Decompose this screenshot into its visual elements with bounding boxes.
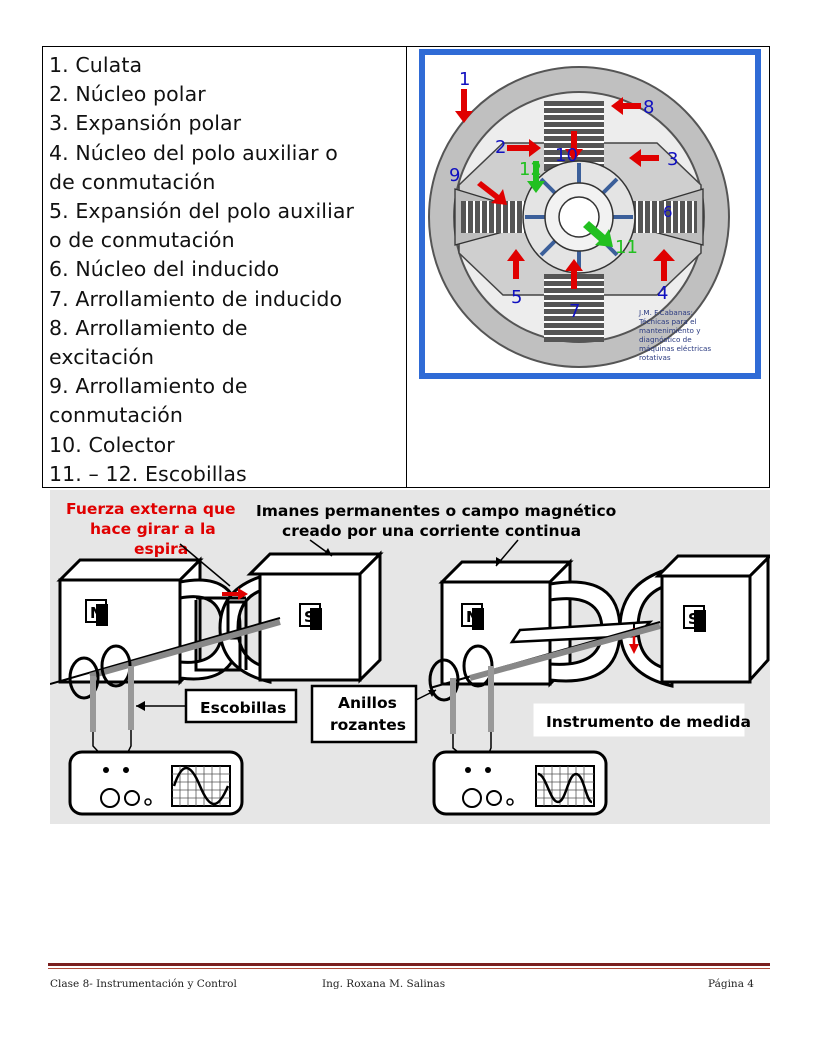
generator-diagram: N S	[50, 490, 770, 824]
green-arrows	[527, 161, 613, 247]
part-number: 9	[449, 165, 460, 186]
pole-shoe-n-right	[548, 580, 622, 683]
part-number: 12	[519, 159, 542, 180]
magnet-n-left: N	[56, 556, 204, 686]
shaft-left-body	[89, 619, 281, 679]
svg-text:máquinas eléctricas: máquinas eléctricas	[639, 344, 711, 353]
brush-1-right	[450, 678, 456, 734]
part-number: 10	[555, 145, 578, 166]
parts-list: 1. Culata 2. Núcleo polar 3. Expansión p…	[43, 47, 407, 487]
pole-n-label: N	[90, 604, 103, 622]
part-number: 11	[615, 237, 638, 258]
machine-figure-cell: 1 2 3 4 5 6 7 8 9 10 11 12 J.M. F.Cabana…	[407, 47, 769, 487]
svg-text:rotativas: rotativas	[639, 353, 671, 362]
loop-right	[509, 620, 654, 654]
parts-list-line: o de conmutación	[49, 228, 235, 253]
oscilloscope-left	[68, 750, 244, 816]
parts-list-line: 3. Expansión polar	[49, 111, 242, 136]
part-number-labels: 1 2 3 4 5 6 7 8 9 10 11 12	[449, 69, 678, 322]
rings-label-line: Anillos	[338, 694, 397, 712]
commutation-winding-left	[461, 201, 527, 233]
shaft-right-body	[469, 623, 661, 681]
right-generator: N S	[428, 554, 770, 816]
magnets-label-line: Imanes permanentes o campo magnético	[256, 502, 616, 520]
part-number: 3	[667, 149, 678, 170]
oscilloscope-right	[432, 750, 608, 816]
part-number: 2	[495, 137, 506, 158]
rings-label-line: rozantes	[330, 716, 406, 734]
footer-course: Clase 8- Instrumentación y Control	[50, 978, 237, 990]
force-label-line: Fuerza externa que	[66, 500, 236, 518]
force-arrow	[222, 588, 248, 600]
dc-machine-cross-section: 1 2 3 4 5 6 7 8 9 10 11 12 J.M. F.Cabana…	[419, 49, 761, 379]
parts-list-line: 5. Expansión del polo auxiliar	[49, 199, 355, 224]
force-label-line: hace girar a la	[90, 520, 216, 538]
svg-text:Técnicas para el: Técnicas para el	[638, 317, 697, 326]
parts-list-line: 4. Núcleo del polo auxiliar o	[49, 140, 338, 165]
parts-list-line: de conmutación	[49, 169, 216, 194]
part-number: 8	[643, 97, 654, 118]
part-number: 7	[569, 301, 580, 322]
slip-ring-1-right	[428, 658, 460, 702]
footer-author: Ing. Roxana M. Salinas	[322, 978, 446, 990]
parts-list-line: 7. Arrollamiento de inducido	[49, 286, 343, 311]
footer-rule-thin	[48, 968, 770, 969]
part-number: 1	[459, 69, 470, 90]
magnet-s-right: S	[654, 554, 770, 684]
figure-watermark: J.M. F.Cabanas: Técnicas para el manteni…	[638, 308, 711, 362]
parts-list-line: 11. – 12. Escobillas	[49, 461, 247, 486]
magnet-s-left: S	[246, 550, 384, 684]
brush-2-right	[488, 666, 494, 732]
force-label-line: espira	[134, 540, 188, 558]
slip-ring-1-left	[68, 656, 100, 700]
brush-1-left	[90, 676, 96, 732]
red-arrows	[455, 89, 675, 289]
parts-list-line: 10. Colector	[49, 432, 175, 457]
svg-text:mantenimiento y: mantenimiento y	[639, 326, 701, 335]
instrument-label: Instrumento de medida	[546, 713, 751, 731]
footer-rule	[48, 963, 770, 966]
brush-2-left	[128, 666, 134, 730]
magnets-label-line: creado por una corriente continua	[282, 522, 581, 540]
svg-text:J.M. F.Cabanas:: J.M. F.Cabanas:	[638, 308, 693, 317]
parts-list-line: 6. Núcleo del inducido	[49, 257, 280, 282]
pole-shoe-s-right	[618, 566, 674, 688]
parts-list-line: excitación	[49, 345, 155, 370]
pole-s-label: S	[304, 608, 315, 626]
part-number: 5	[511, 287, 522, 308]
parts-list-line: 1. Culata	[49, 53, 143, 77]
footer-page-number: Página 4	[708, 978, 754, 990]
force-label-leader	[179, 543, 231, 587]
brushes-callout: Escobillas	[136, 688, 298, 724]
part-number: 4	[657, 283, 668, 304]
force-label: Fuerza externa que hace girar a la espir…	[66, 500, 236, 558]
shaft-left	[50, 617, 281, 685]
parts-list-line: 9. Arrollamiento de	[49, 374, 248, 399]
commutation-winding-right	[631, 201, 697, 233]
brushes-label: Escobillas	[200, 699, 286, 717]
part-number: 6	[663, 203, 673, 221]
pole-s-label: S	[688, 610, 699, 628]
parts-table: 1. Culata 2. Núcleo polar 3. Expansión p…	[42, 46, 770, 488]
rings-callout: Anillos rozantes	[310, 684, 437, 744]
svg-text:diagnóstico de: diagnóstico de	[639, 335, 692, 344]
magnet-n-right: N	[438, 558, 574, 688]
parts-list-line: 2. Núcleo polar	[49, 82, 206, 107]
parts-list-line: conmutación	[49, 403, 183, 428]
instrument-callout: Instrumento de medida	[533, 703, 751, 737]
left-generator: N S	[50, 550, 384, 816]
parts-list-line: 8. Arrollamiento de	[49, 315, 248, 340]
magnets-label: Imanes permanentes o campo magnético cre…	[256, 502, 616, 540]
pole-n-label: N	[466, 608, 479, 626]
